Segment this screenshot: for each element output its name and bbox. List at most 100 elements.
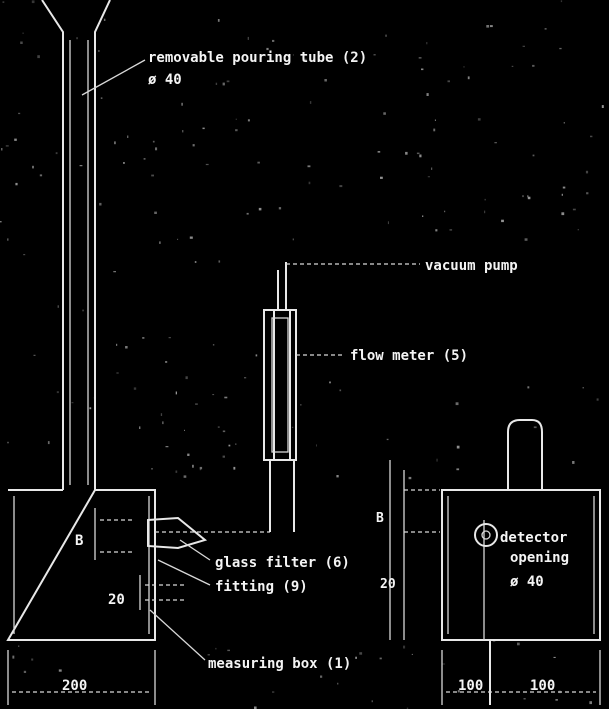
- pouring-tube-leader: [81, 59, 146, 96]
- noise-dot: [416, 152, 420, 155]
- noise-dot: [192, 464, 194, 468]
- fitting-leader: [157, 559, 211, 586]
- noise-dot: [380, 176, 383, 179]
- side-view-handle: [507, 419, 543, 490]
- detector-opening-label: detector: [500, 530, 567, 546]
- noise-dot: [205, 163, 209, 166]
- glass-filter: [147, 516, 270, 550]
- noise-dot: [76, 37, 78, 40]
- noise-dot: [215, 82, 218, 85]
- noise-dot: [222, 430, 226, 433]
- noise-dot: [527, 195, 529, 198]
- noise-dot: [18, 112, 21, 115]
- noise-dot: [555, 699, 558, 701]
- noise-dot: [226, 80, 230, 83]
- noise-dot: [406, 707, 409, 709]
- dimension-200: [7, 650, 156, 705]
- noise-dot: [371, 700, 373, 703]
- noise-dot: [199, 468, 201, 471]
- noise-dot: [522, 195, 524, 198]
- noise-dot: [572, 461, 575, 464]
- noise-dot: [449, 229, 453, 231]
- measuring-box: [6, 489, 156, 641]
- noise-dot: [255, 354, 258, 357]
- side-dimension-b-label: B: [376, 511, 384, 526]
- noise-dot: [185, 376, 188, 380]
- measuring-box-label: measuring box (1): [208, 656, 351, 672]
- noise-dot: [194, 261, 197, 263]
- glass-filter-label: glass filter (6): [215, 555, 350, 571]
- noise-dot: [553, 656, 556, 658]
- noise-dot: [436, 458, 438, 462]
- noise-dot: [127, 135, 129, 138]
- noise-dot: [377, 151, 381, 153]
- noise-dot: [589, 701, 592, 705]
- noise-dot: [601, 105, 604, 108]
- noise-dot: [228, 444, 231, 447]
- noise-dot: [103, 18, 106, 21]
- noise-dot: [235, 118, 237, 120]
- noise-dot: [168, 337, 171, 339]
- noise-dot: [235, 129, 238, 132]
- noise-dot: [57, 305, 59, 308]
- noise-dot: [247, 119, 250, 122]
- noise-dot: [559, 47, 562, 50]
- noise-dot: [272, 691, 275, 693]
- noise-dot: [215, 647, 217, 650]
- noise-dot: [532, 64, 535, 67]
- noise-dot: [199, 466, 203, 470]
- noise-dot: [244, 377, 247, 379]
- noise-dot: [530, 688, 533, 690]
- noise-dot: [113, 271, 116, 273]
- noise-dot: [99, 202, 102, 206]
- noise-dot: [114, 141, 116, 145]
- noise-dot: [39, 174, 43, 177]
- noise-dot: [422, 215, 424, 217]
- noise-dot: [517, 642, 520, 646]
- noise-dot: [278, 207, 282, 210]
- noise-dot: [590, 135, 593, 138]
- noise-dot: [408, 476, 412, 480]
- noise-dot: [235, 443, 237, 445]
- noise-dot: [154, 211, 157, 214]
- noise-dot: [227, 649, 230, 652]
- noise-dot: [71, 402, 74, 404]
- noise-dot: [31, 0, 35, 4]
- noise-dot: [477, 118, 481, 121]
- noise-dot: [562, 186, 566, 189]
- noise-dot: [563, 122, 565, 124]
- noise-dot: [192, 144, 195, 147]
- dimension-b-label: B: [75, 533, 83, 549]
- noise-dot: [37, 55, 40, 59]
- noise-dot: [0, 221, 2, 223]
- noise-dot: [212, 344, 215, 346]
- noise-dot: [431, 167, 433, 170]
- pouring-tube-label: removable pouring tube (2): [148, 50, 367, 66]
- noise-dot: [456, 468, 460, 471]
- noise-dot: [522, 45, 525, 47]
- noise-dot: [272, 39, 275, 42]
- glass-filter-leader: [179, 539, 211, 561]
- noise-dot: [12, 655, 15, 659]
- noise-dot: [292, 238, 294, 241]
- noise-dot: [596, 398, 599, 401]
- pouring-tube: [41, 0, 111, 490]
- noise-dot: [202, 127, 205, 130]
- noise-dot: [247, 36, 249, 40]
- noise-dot: [23, 670, 27, 673]
- noise-dot: [182, 130, 184, 133]
- dimension-100-a-label: 100: [458, 678, 483, 694]
- noise-dot: [304, 58, 307, 62]
- noise-dot: [116, 372, 119, 374]
- vacuum-line: [269, 262, 420, 532]
- noise-dot: [89, 407, 92, 410]
- noise-dot: [316, 444, 317, 447]
- noise-dot: [79, 165, 83, 167]
- vacuum-pump-label: vacuum pump: [425, 258, 518, 274]
- noise-dot: [320, 675, 323, 678]
- noise-dot: [577, 229, 579, 231]
- noise-dot: [258, 207, 262, 211]
- noise-dot: [18, 645, 20, 647]
